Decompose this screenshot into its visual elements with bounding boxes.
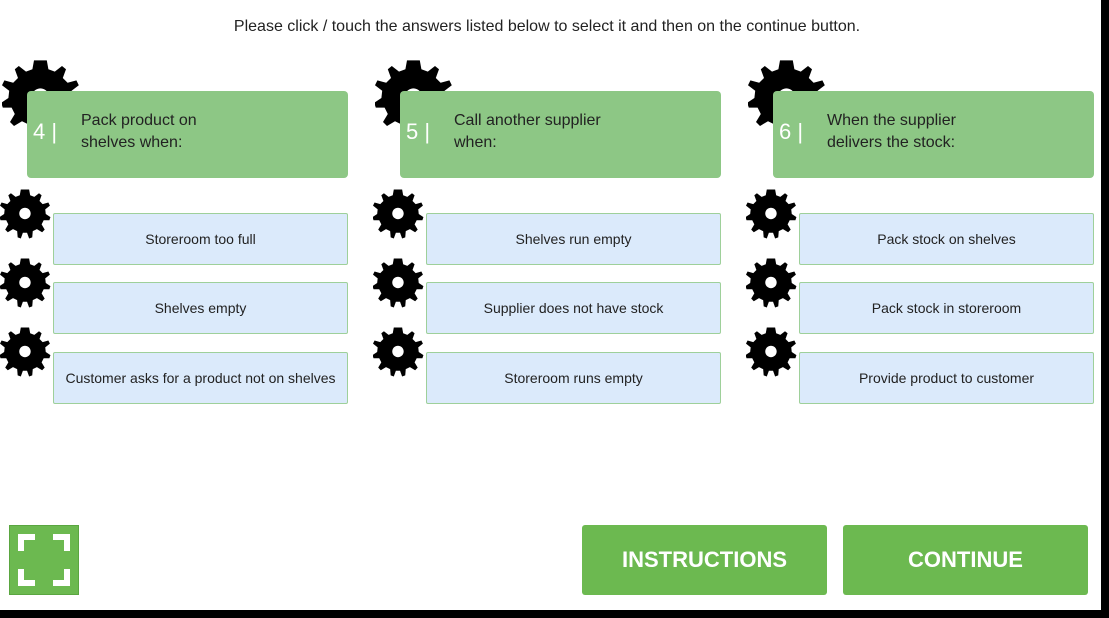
question-number: 5 | (406, 119, 431, 144)
question-text: Pack product on shelves when: (81, 112, 197, 151)
fullscreen-icon (18, 534, 70, 586)
answer-option[interactable]: Storeroom too full (53, 213, 348, 265)
gear-icon (746, 189, 797, 239)
question-box: 4 | Pack product on shelves when: (27, 91, 348, 178)
question-column-4: 4 | Pack product on shelves when: Storer… (0, 0, 360, 420)
answer-option[interactable]: Shelves run empty (426, 213, 721, 265)
question-number: 4 | (33, 119, 58, 144)
gear-icon (0, 189, 51, 239)
gear-icon (746, 327, 797, 377)
question-column-6: 6 | When the supplier delivers the stock… (746, 0, 1101, 420)
gear-icon (0, 258, 51, 308)
answer-option[interactable]: Pack stock on shelves (799, 213, 1094, 265)
question-column-5: 5 | Call another supplier when: Shelves … (373, 0, 733, 420)
answer-option[interactable]: Supplier does not have stock (426, 282, 721, 334)
fullscreen-button[interactable] (9, 525, 79, 595)
gear-icon (746, 258, 797, 308)
answer-option[interactable]: Provide product to customer (799, 352, 1094, 404)
answer-option[interactable]: Pack stock in storeroom (799, 282, 1094, 334)
instruction-text: Please click / touch the answers listed … (233, 18, 861, 35)
instructions-button[interactable]: INSTRUCTIONS (582, 525, 827, 595)
gear-icon (373, 189, 424, 239)
answer-option[interactable]: Shelves empty (53, 282, 348, 334)
gear-icon (373, 258, 424, 308)
activity-stage: Please click / touch the answers listed … (0, 0, 1101, 610)
question-text: When the supplier delivers the stock: (827, 112, 956, 151)
gear-icon (373, 327, 424, 377)
continue-button[interactable]: CONTINUE (843, 525, 1088, 595)
answer-option[interactable]: Customer asks for a product not on shelv… (53, 352, 348, 404)
question-text: Call another supplier when: (454, 112, 601, 151)
question-box: 5 | Call another supplier when: (400, 91, 721, 178)
question-box: 6 | When the supplier delivers the stock… (773, 91, 1094, 178)
gear-icon (0, 327, 51, 377)
question-number: 6 | (779, 119, 804, 144)
answer-option[interactable]: Storeroom runs empty (426, 352, 721, 404)
